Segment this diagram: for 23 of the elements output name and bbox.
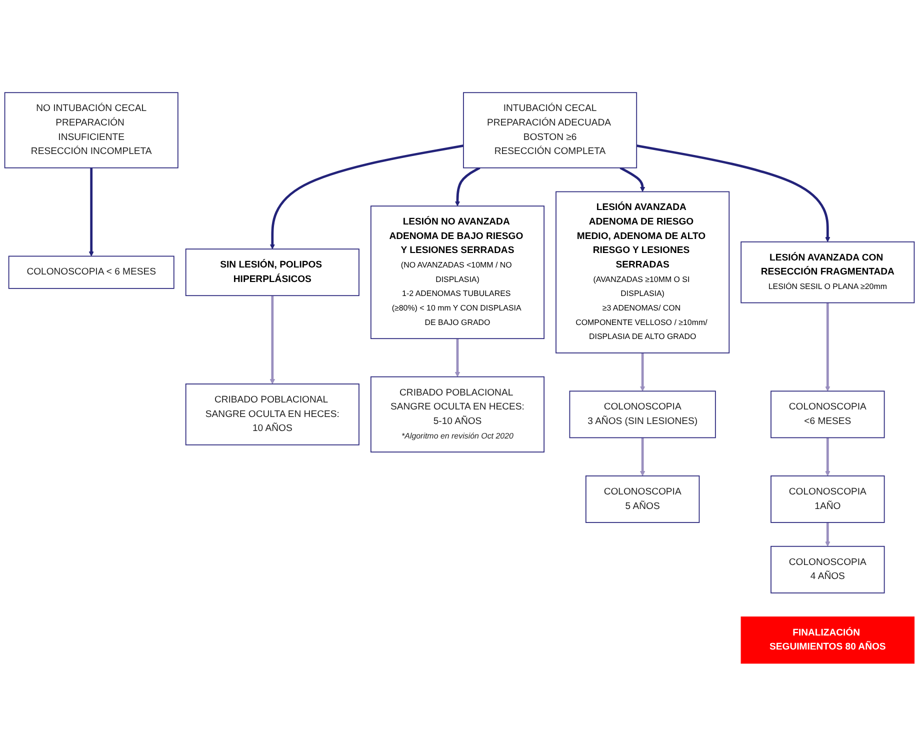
node-box: COLONOSCOPIA 3 AÑOS (SIN LESIONES) — [569, 390, 716, 438]
arrow — [270, 296, 276, 384]
node-box: COLONOSCOPIA <6 MESES — [770, 390, 885, 438]
arrow — [825, 302, 830, 392]
node-box: INTUBACIÓN CECAL PREPARACIÓN ADECUADA BOSTON ≥6 RESECCIÓN COMPLETA — [463, 92, 638, 168]
arrow — [454, 338, 460, 378]
arrow — [825, 438, 830, 476]
node-box: COLONOSCOPIA 4 AÑOS — [770, 546, 885, 594]
arrow — [454, 166, 480, 206]
arrow — [640, 352, 646, 392]
node-box: COLONOSCOPIA 5 AÑOS — [585, 475, 700, 523]
arrow — [88, 168, 94, 256]
arrow — [270, 144, 464, 250]
node-box: FINALIZACIÓN SEGUIMIENTOS 80 AÑOS — [740, 616, 915, 664]
arrow — [825, 522, 830, 547]
node-box: CRIBADO POBLACIONAL SANGRE OCULTA EN HECES: 10 AÑOS — [185, 384, 360, 446]
node-box: NO INTUBACIÓN CECAL PREPARACIÓN INSUFICIENTE RESECCIÓN INCOMPLETA — [4, 92, 178, 168]
node-box: COLONOSCOPIA 1AÑO — [770, 475, 885, 523]
arrow — [636, 144, 830, 242]
arrow — [640, 438, 646, 476]
node-box: SIN LESIÓN, POLIPOS HIPERPLÁSICOS — [185, 248, 360, 296]
node-box: COLONOSCOPIA < 6 MESES — [8, 256, 174, 289]
arrow — [620, 166, 646, 192]
